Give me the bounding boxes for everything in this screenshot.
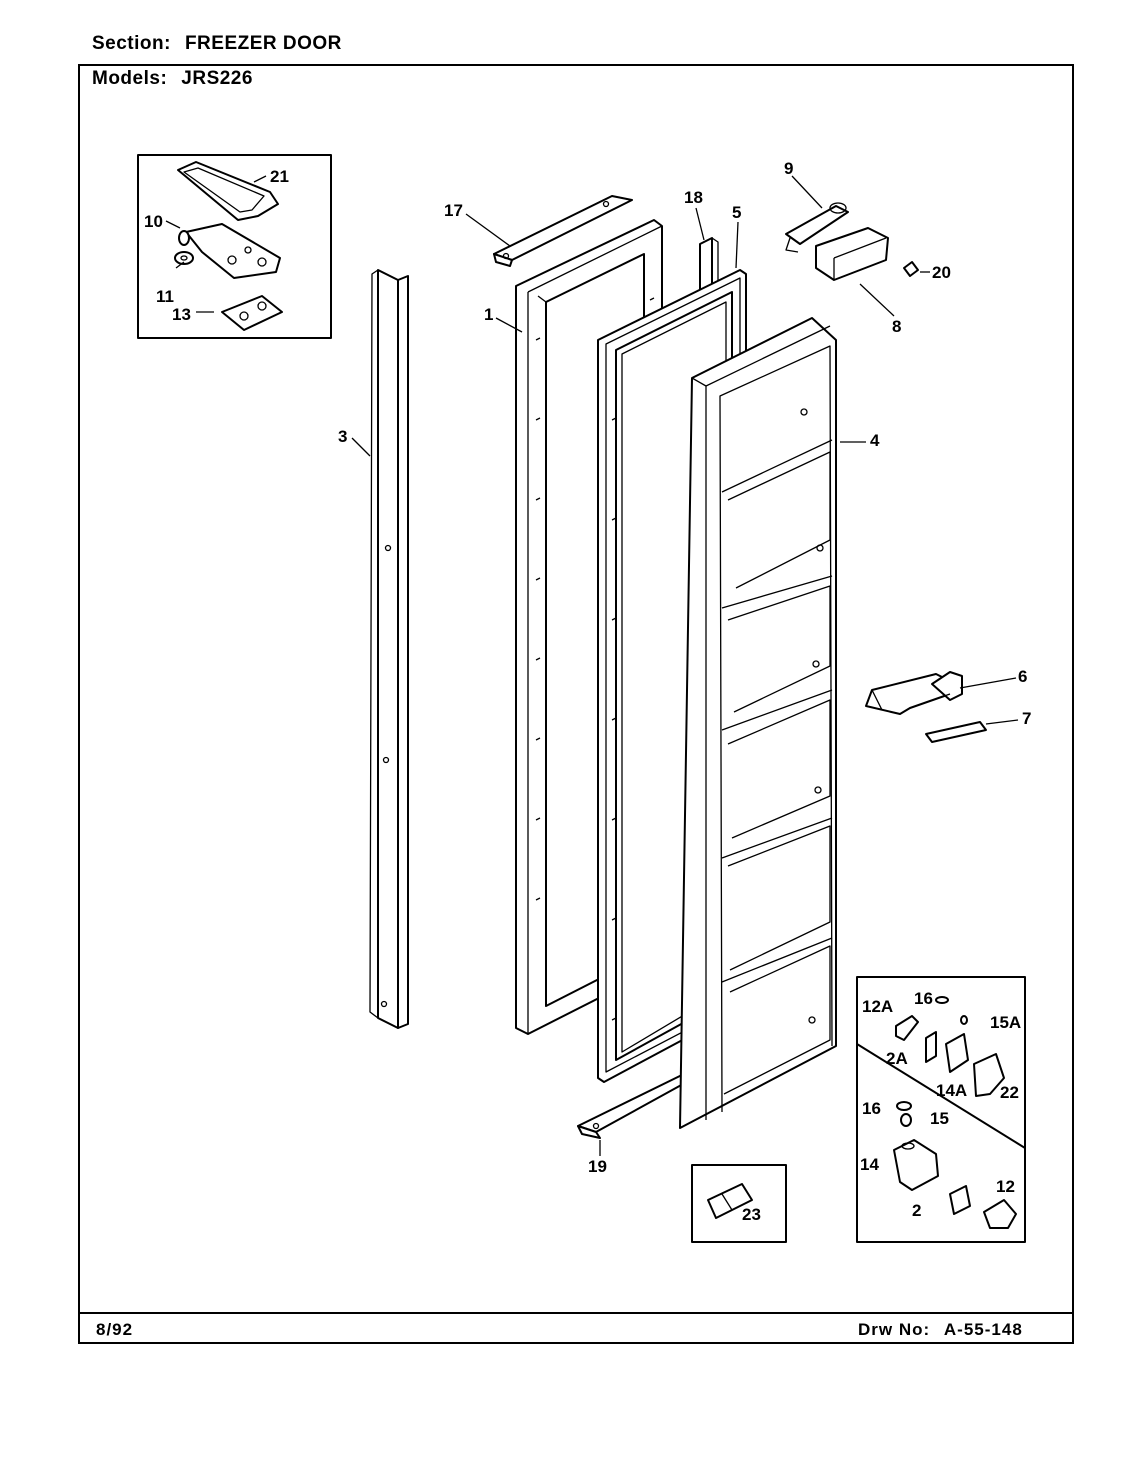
- callout-labels: 21 10 11 13 17 18 5 9 20 8 1 3 4 6 7 19 …: [144, 159, 1031, 1224]
- part-22-cover: [973, 1053, 1005, 1097]
- callout-15: 15: [930, 1109, 949, 1128]
- callout-11: 11: [156, 287, 174, 306]
- part-12-hinge-lower: [983, 1199, 1017, 1229]
- callout-9: 9: [784, 159, 793, 178]
- part-19-bottom-trim: [577, 1071, 695, 1139]
- part-4-door-liner: [679, 317, 837, 1129]
- callout-6: 6: [1018, 667, 1027, 686]
- callout-22: 22: [1000, 1083, 1019, 1102]
- callout-7: 7: [1022, 709, 1031, 728]
- callout-10: 10: [144, 212, 163, 231]
- callout-20: 20: [932, 263, 951, 282]
- part-16-washer-upper: [935, 996, 949, 1004]
- callout-5: 5: [732, 203, 741, 222]
- models-value: JRS226: [181, 68, 253, 89]
- part-7-handle-insert: [925, 721, 987, 743]
- footer-divider: [78, 1312, 1074, 1314]
- callout-18: 18: [684, 188, 703, 207]
- liner-shelf-dividers: [721, 439, 833, 1095]
- bottom-hinge-inset: [856, 976, 1026, 1243]
- part-14A-bracket: [945, 1033, 969, 1073]
- part-13-shim: [221, 295, 283, 331]
- footer-date: 8/92: [96, 1320, 134, 1339]
- part-hinge-plate: [185, 223, 281, 279]
- part-11-washer: [174, 251, 194, 265]
- callout-1: 1: [484, 305, 493, 324]
- callout-8: 8: [892, 317, 901, 336]
- part-3-trim-strip: [369, 269, 409, 1029]
- part-16-washer-lower: [896, 1101, 912, 1111]
- drawing-number-label: Drw No:: [858, 1320, 931, 1339]
- part-6-handle: [865, 671, 963, 715]
- callout-15A: 15A: [990, 1013, 1021, 1032]
- drawing-frame: [78, 64, 1074, 1344]
- callout-4: 4: [870, 431, 880, 450]
- section-label: Section:: [92, 33, 171, 54]
- callout-17: 17: [444, 201, 463, 220]
- part-15A-bushing: [960, 1015, 968, 1025]
- part-23-inset: [691, 1164, 787, 1243]
- part-21-hinge-cover: [177, 161, 279, 221]
- part-2-shim: [949, 1185, 971, 1215]
- callout-21: 21: [270, 167, 289, 186]
- callout-3: 3: [338, 427, 347, 446]
- part-8-bracket: [815, 227, 889, 281]
- models-label: Models:: [92, 68, 168, 89]
- footer-drawing-number: Drw No: A-55-148: [858, 1320, 1023, 1340]
- callout-23: 23: [742, 1205, 761, 1224]
- part-15-bushing: [900, 1113, 912, 1127]
- callout-16-lower: 16: [862, 1099, 881, 1118]
- callout-16-upper: 16: [914, 989, 933, 1008]
- callout-14: 14: [860, 1155, 879, 1174]
- top-hinge-inset: [137, 154, 332, 339]
- part-2A-shim: [925, 1031, 937, 1063]
- section-value: FREEZER DOOR: [184, 33, 342, 54]
- part-10-pin: [178, 230, 190, 246]
- callout-2A: 2A: [886, 1049, 908, 1068]
- part-17-top-trim: [493, 195, 633, 267]
- callout-leaders: [165, 175, 1019, 1156]
- part-9-cam: [785, 202, 849, 253]
- part-20-screw: [903, 261, 919, 277]
- part-14-hinge-bracket: [893, 1139, 939, 1191]
- callout-12: 12: [996, 1177, 1015, 1196]
- callout-13: 13: [172, 305, 191, 324]
- callout-19: 19: [588, 1157, 607, 1176]
- callout-14A: 14A: [936, 1081, 967, 1100]
- callout-2: 2: [912, 1201, 921, 1220]
- callout-12A: 12A: [862, 997, 893, 1016]
- part-12A-hinge-upper: [895, 1015, 919, 1041]
- models-heading: Models: JRS226: [92, 68, 253, 90]
- drawing-number-value: A-55-148: [943, 1320, 1023, 1339]
- section-heading: Section: FREEZER DOOR: [92, 33, 342, 55]
